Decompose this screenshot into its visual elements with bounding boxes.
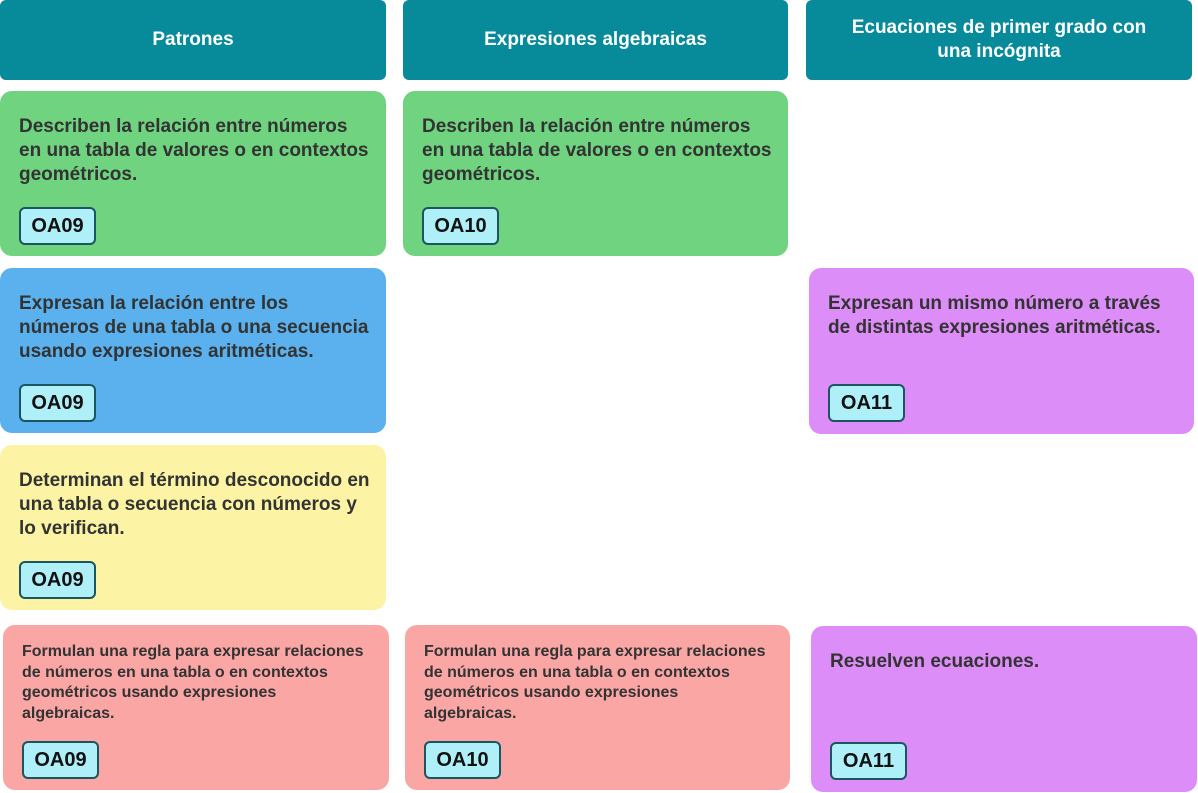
- objective-code-badge: OA09: [19, 561, 96, 599]
- card-patrones-expresiones-aritmeticas: Expresan la relación entre los números d…: [0, 268, 386, 433]
- header-ecuaciones-primer-grado: Ecuaciones de primer grado con una incóg…: [806, 0, 1192, 80]
- header-patrones: Patrones: [0, 0, 386, 80]
- card-description: Describen la relación entre números en u…: [19, 116, 369, 185]
- card-patrones-regla-algebraica: Formulan una regla para expresar relacio…: [3, 625, 389, 790]
- card-description: Expresan la relación entre los números d…: [19, 293, 369, 362]
- header-expresiones-algebraicas: Expresiones algebraicas: [403, 0, 788, 80]
- card-expresiones-regla-algebraica: Formulan una regla para expresar relacio…: [405, 625, 790, 790]
- objective-code-badge: OA11: [830, 742, 907, 780]
- card-ecuaciones-mismo-numero: Expresan un mismo número a través de dis…: [809, 268, 1194, 434]
- card-patrones-termino-desconocido: Determinan el término desconocido en una…: [0, 445, 386, 610]
- card-description: Resuelven ecuaciones.: [830, 651, 1040, 672]
- card-description: Describen la relación entre números en u…: [422, 116, 772, 185]
- card-description: Expresan un mismo número a través de dis…: [828, 293, 1161, 338]
- card-ecuaciones-resuelven: Resuelven ecuaciones. OA11: [811, 626, 1197, 792]
- objective-code-badge: OA11: [828, 384, 905, 422]
- card-expresiones-relacion-tabla: Describen la relación entre números en u…: [403, 91, 788, 256]
- objective-code-badge: OA09: [19, 384, 96, 422]
- card-description: Determinan el término desconocido en una…: [19, 470, 370, 539]
- objective-code-badge: OA10: [422, 207, 499, 245]
- card-description: Formulan una regla para expresar relacio…: [22, 643, 364, 722]
- card-description: Formulan una regla para expresar relacio…: [424, 643, 766, 722]
- objective-code-badge: OA09: [22, 741, 99, 779]
- card-patrones-relacion-tabla: Describen la relación entre números en u…: [0, 91, 386, 256]
- objective-code-badge: OA10: [424, 741, 501, 779]
- objective-code-badge: OA09: [19, 207, 96, 245]
